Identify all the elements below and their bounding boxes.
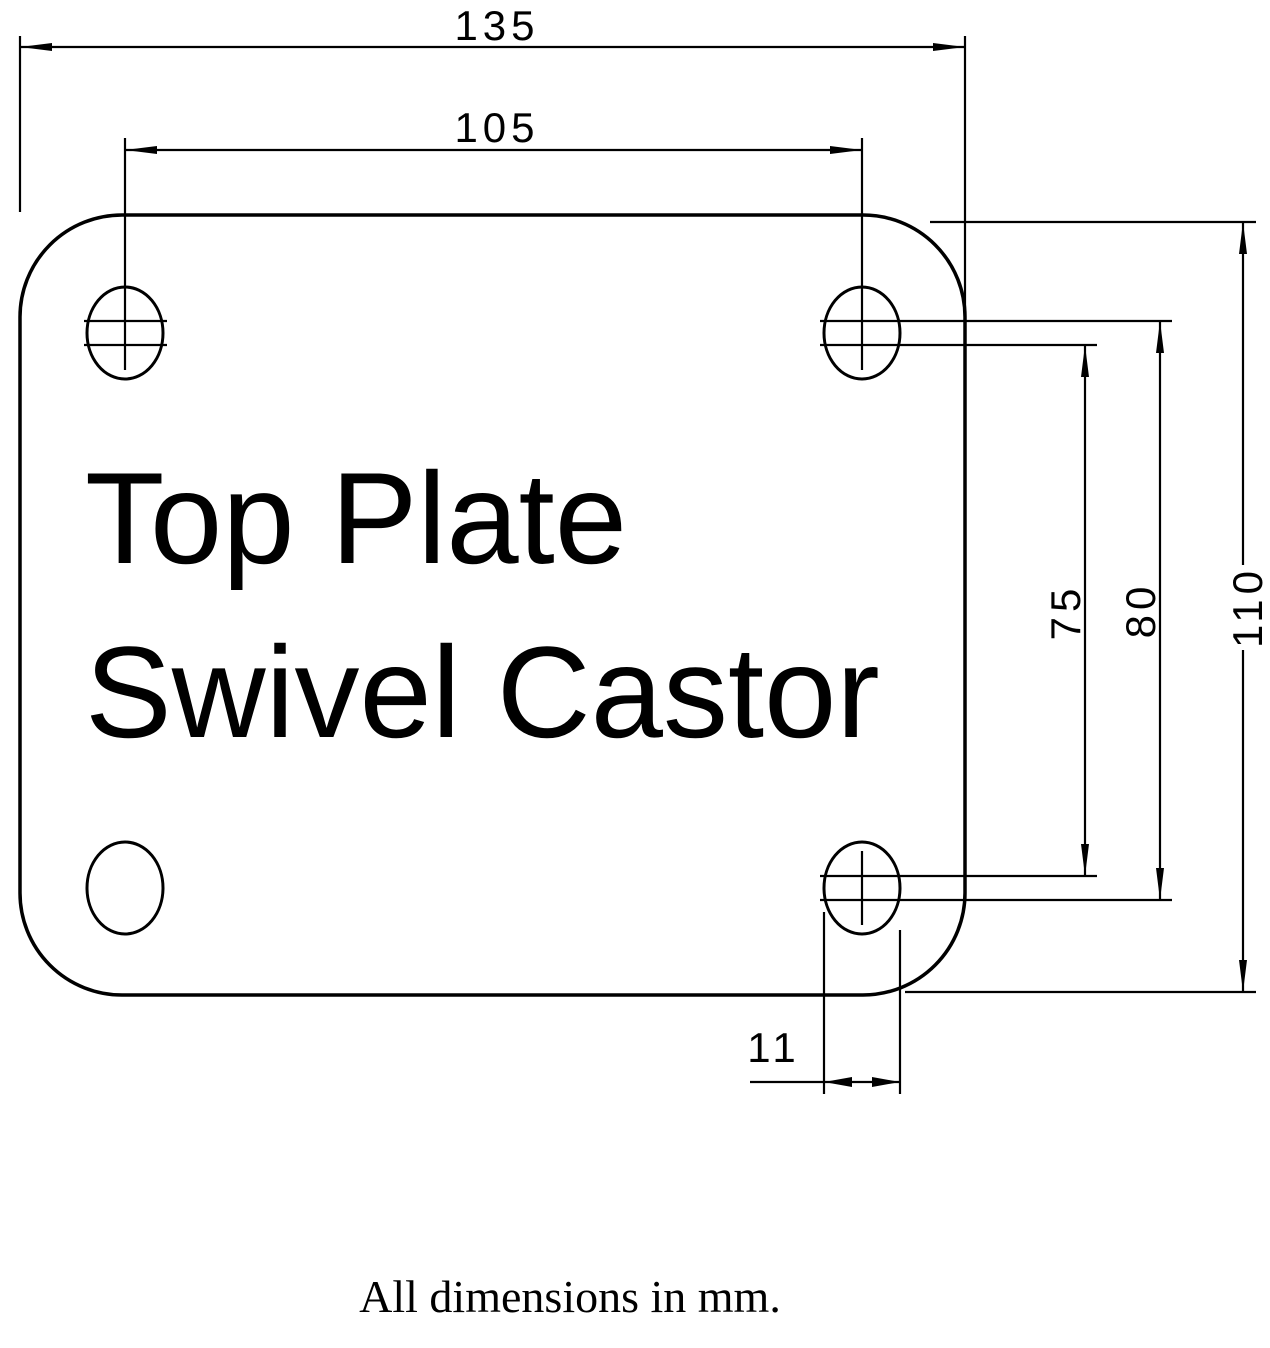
bolt-hole-bottom-right: [822, 840, 902, 936]
dim-label-plate-height: 110: [1224, 566, 1270, 648]
dim-label-hole-spacing-y: 80: [1117, 582, 1164, 639]
extension-lines: [18, 36, 1256, 1094]
top-plate-outline: [18, 213, 967, 997]
dim-label-hole-spacing-y-inner: 75: [1042, 584, 1089, 641]
dim-label-slot-width: 11: [747, 1024, 801, 1071]
dim-label-plate-width: 135: [454, 2, 539, 49]
dimension-11-arrowheads: [824, 1077, 900, 1087]
hole-center-marks: [84, 296, 1172, 925]
part-title-line2: Swivel Castor: [85, 619, 880, 765]
dim-label-hole-spacing-x: 105: [454, 104, 539, 151]
part-title-line1: Top Plate: [85, 445, 627, 591]
arrowhead-11-right: [872, 1077, 900, 1087]
arrowhead-11-left: [824, 1077, 852, 1087]
units-note: All dimensions in mm.: [359, 1271, 781, 1322]
bolt-hole-bottom-left: [85, 840, 165, 936]
